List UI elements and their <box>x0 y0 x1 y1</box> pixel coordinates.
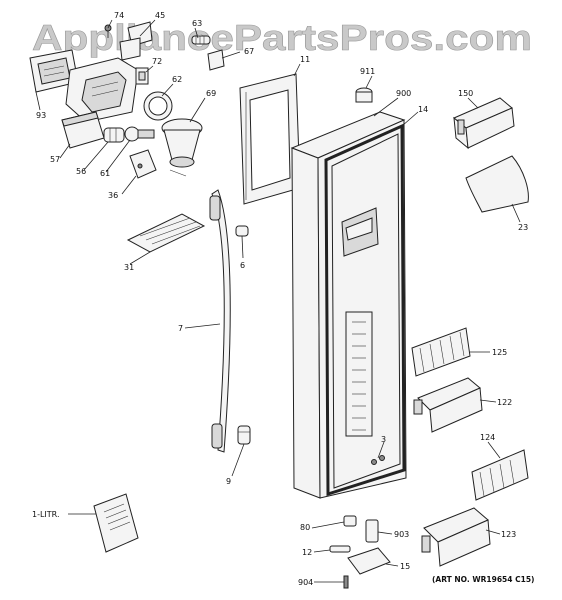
part-57-motor <box>61 111 105 149</box>
part-125-basket <box>411 327 471 377</box>
callout-69: 69 <box>206 89 216 98</box>
callout-11: 11 <box>300 55 310 64</box>
callout-67: 67 <box>244 47 254 56</box>
art-number: (ART NO. WR19654 C15) <box>432 575 534 584</box>
callout-12: 12 <box>302 548 312 557</box>
part-11-frame <box>239 73 301 205</box>
callout-93: 93 <box>36 111 46 120</box>
callout-9: 9 <box>226 477 231 486</box>
part-14-door-gasket <box>324 123 406 497</box>
part-911-cap <box>355 87 373 103</box>
part-900-door-outer <box>290 111 407 499</box>
part-56-auger <box>103 127 125 143</box>
callout-labels: 74 45 63 67 72 62 69 93 57 56 61 36 31 6… <box>32 11 528 587</box>
dispenser-recess <box>341 207 379 257</box>
part-124-basket <box>471 449 529 501</box>
callout-63: 63 <box>192 19 202 28</box>
part-122-bin <box>413 377 483 433</box>
callout-15: 15 <box>400 562 410 571</box>
callout-80: 80 <box>300 523 310 532</box>
callout-23: 23 <box>518 223 528 232</box>
part-6-cap <box>235 225 249 237</box>
callout-150: 150 <box>458 89 473 98</box>
part-12-lever <box>329 545 351 553</box>
callout-911: 911 <box>360 67 375 76</box>
watermark: AppliancePartsPros.com <box>32 17 532 58</box>
callout-45: 45 <box>155 11 165 20</box>
callout-7: 7 <box>178 324 183 333</box>
part-150-bin <box>453 97 515 150</box>
dispenser-housing <box>65 57 139 123</box>
part-7-handle <box>209 189 231 453</box>
part-36-solenoid <box>129 149 157 179</box>
callout-125: 125 <box>492 348 507 357</box>
liner-ribs <box>345 311 373 437</box>
part-3-pin <box>371 455 385 465</box>
callout-62: 62 <box>172 75 182 84</box>
callout-31: 31 <box>124 263 134 272</box>
part-45-bracket <box>119 21 153 61</box>
part-62-ring <box>143 91 173 121</box>
part-67-bracket <box>207 49 225 71</box>
callout-57: 57 <box>50 155 60 164</box>
part-904-pin <box>343 575 349 589</box>
part-23-cover <box>465 155 529 213</box>
literature-booklet <box>93 493 139 553</box>
callout-literature: 1-LITR. <box>32 510 60 519</box>
part-31-shelf <box>126 213 206 253</box>
callout-36: 36 <box>108 191 118 200</box>
part-15-housing <box>347 547 391 575</box>
callout-14: 14 <box>418 105 428 114</box>
part-123-bin <box>421 507 491 567</box>
callout-900: 900 <box>396 89 411 98</box>
part-93-dispenser-bracket <box>29 49 79 93</box>
callout-61: 61 <box>100 169 110 178</box>
part-72-switch <box>135 67 149 85</box>
callout-3: 3 <box>381 435 386 444</box>
leader-lines <box>35 19 521 583</box>
callout-123: 123 <box>501 530 516 539</box>
callout-903: 903 <box>394 530 409 539</box>
part-69-funnel <box>161 118 203 177</box>
callout-904: 904 <box>298 578 313 587</box>
callout-6: 6 <box>240 261 245 270</box>
callout-124: 124 <box>480 433 495 442</box>
part-61-actuator <box>124 126 155 142</box>
callout-74: 74 <box>114 11 124 20</box>
part-903-tube <box>365 519 379 543</box>
part-80-fitting <box>343 515 357 527</box>
callout-122: 122 <box>497 398 512 407</box>
part-9-screw <box>237 425 251 445</box>
callout-56: 56 <box>76 167 86 176</box>
callout-72: 72 <box>152 57 162 66</box>
part-63-spring <box>191 35 211 45</box>
